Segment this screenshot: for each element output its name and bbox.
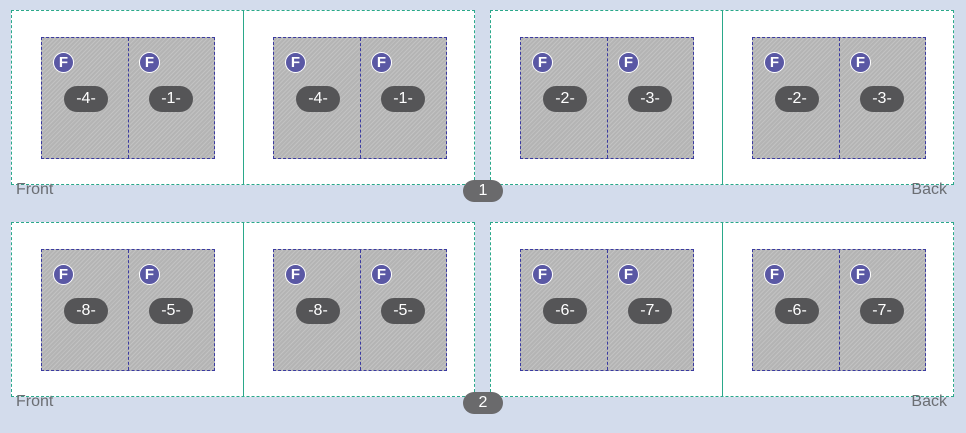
fold-line [243,223,244,396]
page-number-pill: -6- [775,298,819,324]
page-divider [839,38,840,158]
page-number-pill: -3- [628,86,672,112]
f-badge-icon: F [371,52,392,73]
f-badge-icon: F [764,264,785,285]
page-pair[interactable]: F F -6- -7- [520,249,694,371]
sheet-front-side[interactable]: F F -8- -5- F F -8- -5- [11,222,475,397]
page-number-pill: -4- [64,86,108,112]
page-pair[interactable]: F F -2- -3- [520,37,694,159]
f-badge-icon: F [285,264,306,285]
page-pair[interactable]: F F -4- -1- [41,37,215,159]
page-number-pill: -8- [64,298,108,324]
f-badge-icon: F [850,264,871,285]
page-divider [839,250,840,370]
page-number-pill: -7- [628,298,672,324]
f-badge-icon: F [850,52,871,73]
sheet-front-side[interactable]: F F -4- -1- F F -4- -1- [11,10,475,185]
page-divider [360,250,361,370]
f-badge-icon: F [371,264,392,285]
page-pair[interactable]: F F -8- -5- [41,249,215,371]
page-number-pill: -6- [543,298,587,324]
page-number-pill: -1- [149,86,193,112]
page-number-pill: -5- [381,298,425,324]
fold-line [722,223,723,396]
sheet-back-side[interactable]: F F -6- -7- F F -6- -7- [490,222,954,397]
back-label: Back [911,393,947,410]
page-number-pill: -2- [775,86,819,112]
page-divider [607,250,608,370]
front-label: Front [16,393,54,410]
page-pair[interactable]: F F -8- -5- [273,249,447,371]
f-badge-icon: F [618,264,639,285]
f-badge-icon: F [53,264,74,285]
sheet-number-badge: 2 [463,392,503,414]
page-number-pill: -1- [381,86,425,112]
sheet-back-side[interactable]: F F -2- -3- F F -2- -3- [490,10,954,185]
page-divider [360,38,361,158]
f-badge-icon: F [618,52,639,73]
f-badge-icon: F [764,52,785,73]
back-label: Back [911,181,947,198]
fold-line [722,11,723,184]
f-badge-icon: F [139,264,160,285]
page-number-pill: -4- [296,86,340,112]
page-divider [607,38,608,158]
page-pair[interactable]: F F -2- -3- [752,37,926,159]
f-badge-icon: F [532,52,553,73]
page-number-pill: -2- [543,86,587,112]
page-number-pill: -3- [860,86,904,112]
page-pair[interactable]: F F -4- -1- [273,37,447,159]
page-pair[interactable]: F F -6- -7- [752,249,926,371]
page-divider [128,250,129,370]
page-number-pill: -5- [149,298,193,324]
page-number-pill: -7- [860,298,904,324]
f-badge-icon: F [285,52,306,73]
page-number-pill: -8- [296,298,340,324]
page-divider [128,38,129,158]
f-badge-icon: F [53,52,74,73]
f-badge-icon: F [139,52,160,73]
sheet-number-badge: 1 [463,180,503,202]
front-label: Front [16,181,54,198]
f-badge-icon: F [532,264,553,285]
fold-line [243,11,244,184]
